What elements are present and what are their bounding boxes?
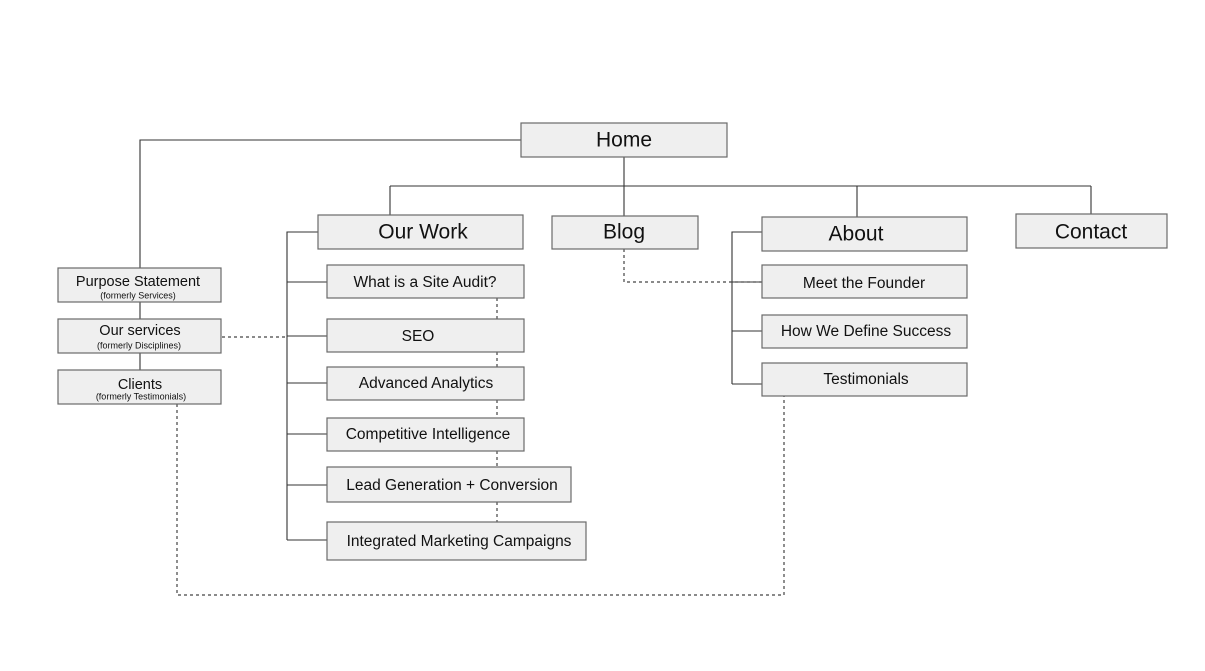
node-left-branch-note: (formerly Testimonials) bbox=[96, 391, 186, 401]
node-our-work-child: SEO bbox=[326, 318, 525, 353]
node-our-work-child-label: What is a Site Audit? bbox=[353, 274, 496, 291]
node-our-work-child: What is a Site Audit? bbox=[326, 264, 525, 299]
node-about-child-label: Meet the Founder bbox=[803, 275, 925, 292]
node-our-work-child-label: SEO bbox=[402, 328, 435, 345]
node-our-work: Our Work bbox=[317, 214, 524, 250]
node-our-work-label: Our Work bbox=[378, 221, 468, 244]
node-about: About bbox=[761, 216, 968, 252]
node-left-branch: Our services (formerly Disciplines) bbox=[57, 318, 222, 354]
node-our-work-child: Lead Generation + Conversion bbox=[326, 466, 572, 503]
node-left-branch-label: Our services bbox=[99, 323, 180, 339]
connector-about-trunk bbox=[731, 231, 762, 384]
connector-about-ticks bbox=[732, 281, 762, 385]
connector-our-work-ticks bbox=[287, 281, 327, 541]
node-our-work-child-label: Advanced Analytics bbox=[359, 375, 494, 392]
node-about-child-label: How We Define Success bbox=[781, 323, 952, 340]
node-our-work-child: Integrated Marketing Campaigns bbox=[326, 521, 587, 561]
node-home: Home bbox=[520, 122, 728, 158]
node-blog: Blog bbox=[551, 215, 699, 250]
node-about-child-label: Testimonials bbox=[823, 371, 909, 388]
node-about-child: Meet the Founder bbox=[761, 264, 968, 299]
node-blog-label: Blog bbox=[603, 221, 645, 244]
node-our-work-child: Advanced Analytics bbox=[326, 366, 525, 401]
node-left-branch-label: Clients bbox=[118, 377, 162, 393]
connector-our-work-trunk bbox=[286, 231, 318, 540]
node-our-work-child: Competitive Intelligence bbox=[326, 417, 525, 452]
node-about-child: How We Define Success bbox=[761, 314, 968, 349]
node-about-label: About bbox=[829, 223, 884, 246]
node-contact: Contact bbox=[1015, 213, 1168, 249]
dashed-blog-to-meet-the-founder bbox=[623, 249, 762, 283]
node-left-branch: Purpose Statement (formerly Services) bbox=[57, 267, 222, 303]
node-our-work-child-label: Competitive Intelligence bbox=[346, 426, 511, 443]
node-left-branch-label: Purpose Statement bbox=[76, 274, 200, 290]
solid-connectors bbox=[139, 139, 1092, 541]
dashed-clients-to-testimonials bbox=[176, 396, 785, 596]
node-home-label: Home bbox=[596, 129, 652, 152]
node-about-child: Testimonials bbox=[761, 362, 968, 397]
node-our-work-child-label: Lead Generation + Conversion bbox=[346, 477, 558, 494]
connector-home-to-left-branch bbox=[139, 139, 521, 268]
node-contact-label: Contact bbox=[1055, 221, 1128, 244]
node-left-branch-note: (formerly Disciplines) bbox=[97, 340, 181, 350]
node-left-branch-note: (formerly Services) bbox=[100, 290, 176, 300]
node-left-branch: Clients (formerly Testimonials) bbox=[57, 369, 222, 405]
dashed-connectors bbox=[176, 249, 785, 596]
node-our-work-child-label: Integrated Marketing Campaigns bbox=[347, 533, 572, 550]
